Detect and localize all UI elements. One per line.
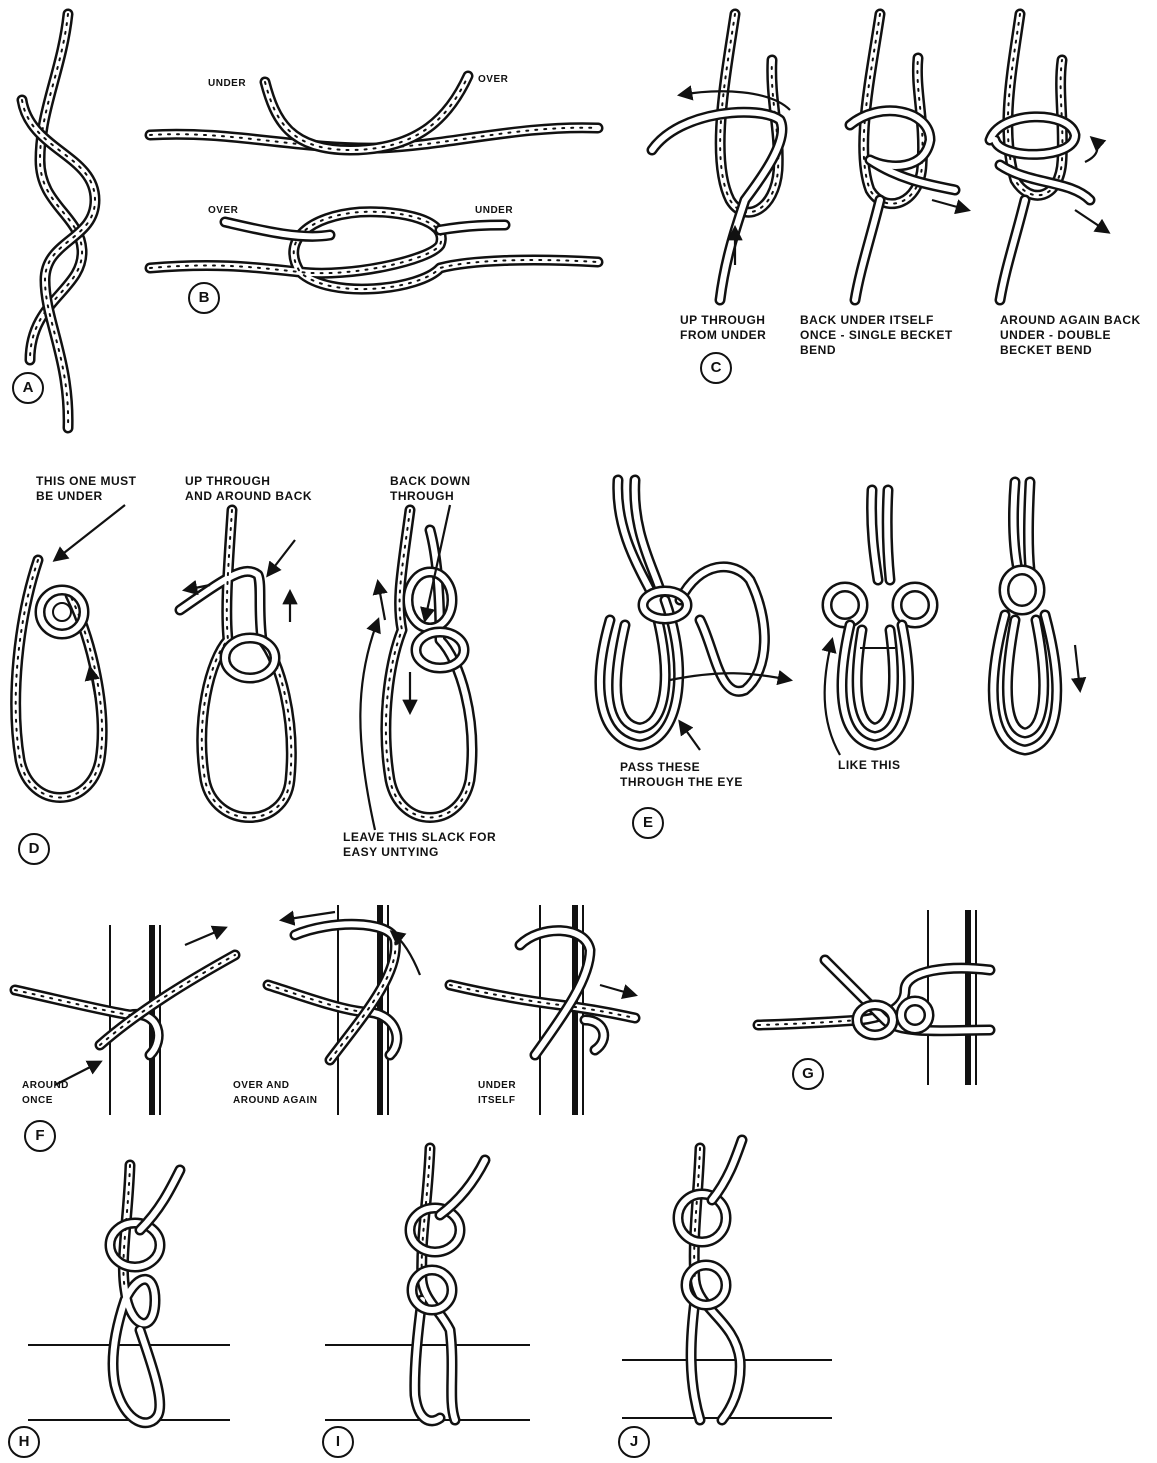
panel-b-over-bottom-label: OVER bbox=[208, 203, 238, 218]
panel-b-letter: B bbox=[188, 282, 220, 314]
panel-c-step2-label: BACK UNDER ITSELF ONCE - SINGLE BECKET B… bbox=[800, 313, 953, 358]
panel-d-step2-label: UP THROUGH AND AROUND BACK bbox=[185, 474, 312, 504]
panel-c-step3-label: AROUND AGAIN BACK UNDER - DOUBLE BECKET … bbox=[1000, 313, 1141, 358]
panel-b-over-top-label: OVER bbox=[478, 72, 508, 87]
panel-d-step1-label: THIS ONE MUST BE UNDER bbox=[36, 474, 137, 504]
panel-d-step3-label: BACK DOWN THROUGH bbox=[390, 474, 471, 504]
panel-b-rope bbox=[150, 76, 598, 289]
panel-f-step1-label: AROUND ONCE bbox=[22, 1078, 69, 1108]
panel-g-rope bbox=[758, 960, 990, 1035]
panel-a-letter: A bbox=[12, 372, 44, 404]
panel-h-letter: H bbox=[8, 1426, 40, 1458]
panel-e-letter: E bbox=[632, 807, 664, 839]
panel-f-rope bbox=[15, 912, 635, 1085]
panel-e-step2-label: LIKE THIS bbox=[838, 758, 901, 773]
panel-d-letter: D bbox=[18, 833, 50, 865]
panel-f-step3-label: UNDER ITSELF bbox=[478, 1078, 516, 1108]
panel-e-step1-label: PASS THESE THROUGH THE EYE bbox=[620, 760, 743, 790]
panel-i-rope bbox=[410, 1148, 485, 1421]
panel-e-rope bbox=[600, 480, 1080, 755]
panel-g-post bbox=[928, 910, 976, 1085]
panel-j-rope bbox=[678, 1140, 742, 1420]
panel-i-bar bbox=[325, 1345, 530, 1420]
panel-g-letter: G bbox=[792, 1058, 824, 1090]
panel-b-under-top-label: UNDER bbox=[208, 76, 246, 91]
panel-c-rope bbox=[652, 14, 1108, 300]
panel-d-note-label: LEAVE THIS SLACK FOR EASY UNTYING bbox=[343, 830, 496, 860]
panel-f-letter: F bbox=[24, 1120, 56, 1152]
panel-b-under-bottom-label: UNDER bbox=[475, 203, 513, 218]
panel-c-step1-label: UP THROUGH FROM UNDER bbox=[680, 313, 766, 343]
panel-c-letter: C bbox=[700, 352, 732, 384]
panel-f-step2-label: OVER AND AROUND AGAIN bbox=[233, 1078, 318, 1108]
panel-d-rope bbox=[16, 505, 472, 830]
panel-h-rope bbox=[110, 1165, 180, 1423]
panel-j-letter: J bbox=[618, 1426, 650, 1458]
panel-a-rope bbox=[22, 14, 95, 428]
panel-i-letter: I bbox=[322, 1426, 354, 1458]
